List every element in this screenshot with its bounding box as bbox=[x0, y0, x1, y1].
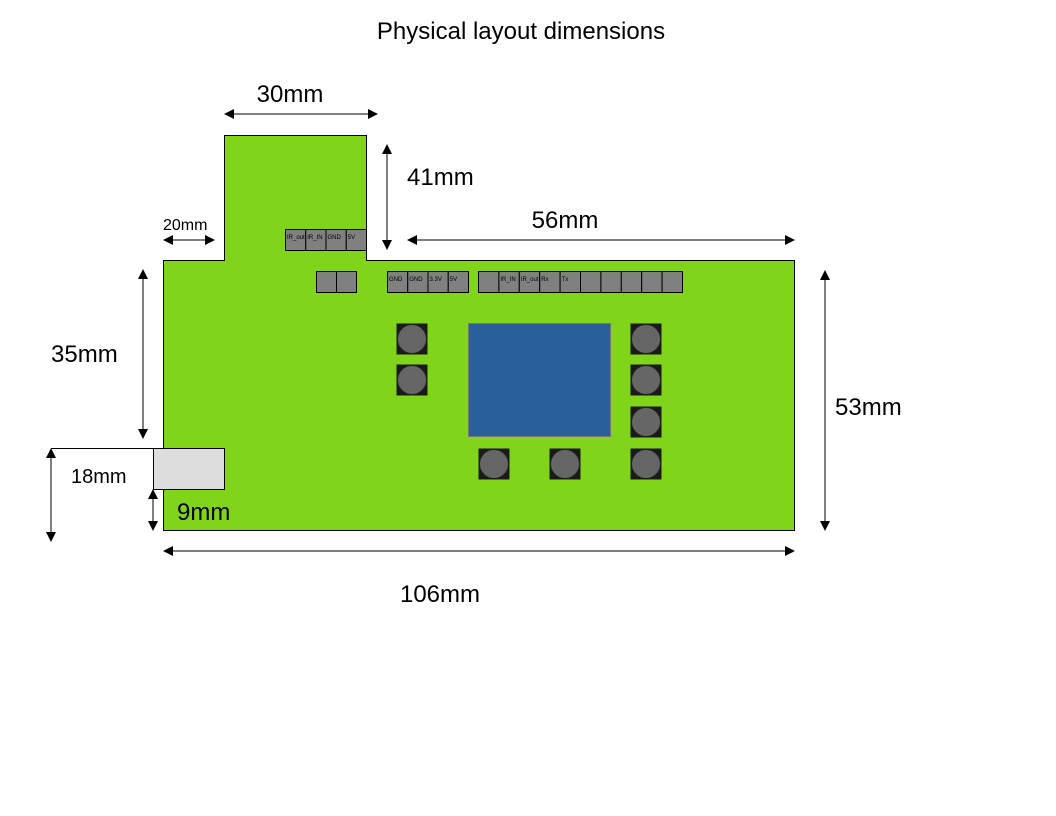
dim-label-tab-width: 30mm bbox=[257, 81, 324, 108]
button-cap bbox=[479, 449, 509, 479]
power-header-pin-label: 3.3V bbox=[430, 277, 442, 283]
dim-label-connector-height: 18mm bbox=[71, 466, 127, 488]
small-header-pin bbox=[316, 271, 337, 293]
dim-label-left-height: 35mm bbox=[51, 341, 118, 368]
tab-header-pin-label: 5V bbox=[348, 235, 355, 241]
power-header-pin bbox=[447, 271, 469, 293]
small-header-pin bbox=[336, 271, 357, 293]
tab-header-pin-label: GND bbox=[328, 235, 342, 241]
button-group bbox=[396, 323, 662, 480]
tab-header-pin-label: IR_IN bbox=[307, 235, 322, 241]
dim-label-connector-offset: 9mm bbox=[177, 499, 230, 526]
button-cap bbox=[631, 407, 661, 437]
io-header-pin-label: IR_IN bbox=[500, 277, 515, 283]
page-title: Physical layout dimensions bbox=[377, 18, 665, 45]
io-header-pin-label: Rx bbox=[541, 277, 548, 283]
dim-label-board-width: 106mm bbox=[400, 581, 480, 608]
power-header-pin-label: GND bbox=[389, 277, 403, 283]
dim-label-tab-height: 41mm bbox=[407, 164, 474, 191]
io-header-pin bbox=[661, 271, 683, 293]
tab-header-pin bbox=[345, 229, 367, 251]
button-cap bbox=[631, 449, 661, 479]
button-cap bbox=[397, 324, 427, 354]
display-module bbox=[468, 323, 611, 437]
button-cap bbox=[631, 324, 661, 354]
power-header-pin-label: GND bbox=[409, 277, 423, 283]
io-header-pin bbox=[580, 271, 602, 293]
tab-header-pin-label: IR_out bbox=[287, 235, 305, 241]
button-cap bbox=[550, 449, 580, 479]
dim-label-board-height: 53mm bbox=[835, 394, 902, 421]
button-cap bbox=[397, 365, 427, 395]
io-header-pin bbox=[478, 271, 500, 293]
dim-label-tab-offset: 20mm bbox=[163, 217, 207, 234]
io-header-pin bbox=[600, 271, 622, 293]
io-header-pin-label: Tx bbox=[562, 277, 569, 283]
io-header-pin bbox=[620, 271, 643, 293]
io-header-pin bbox=[641, 271, 663, 293]
side-connector bbox=[153, 448, 225, 490]
io-header-pin-label: IR_out bbox=[521, 277, 539, 283]
power-header: GND GND 3.3V 5V bbox=[387, 271, 469, 293]
dim-label-right-span: 56mm bbox=[532, 207, 599, 234]
button-cap bbox=[631, 365, 661, 395]
small-header bbox=[316, 271, 357, 293]
power-header-pin-label: 5V bbox=[450, 277, 457, 283]
